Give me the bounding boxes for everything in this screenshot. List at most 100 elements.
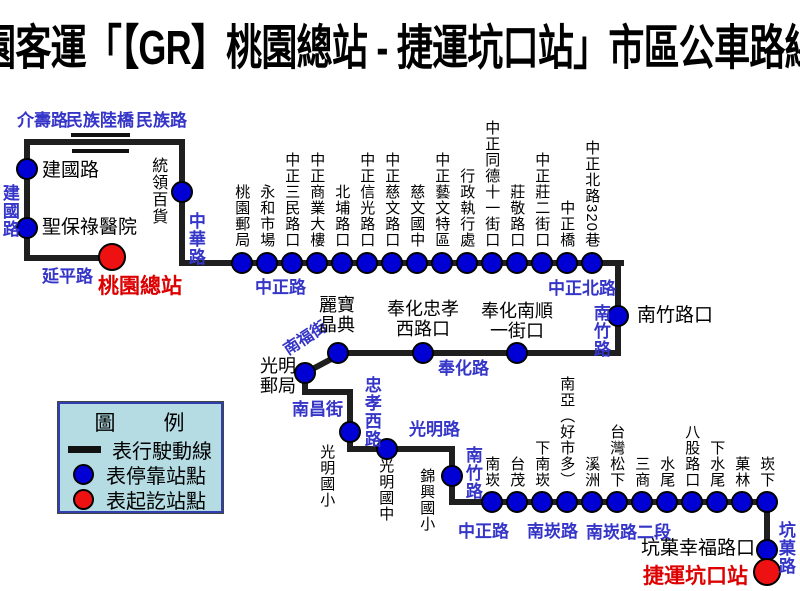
station-label-st-paul-hospital: 聖保祿醫院 [42, 217, 138, 238]
stop-dot [331, 252, 353, 274]
station-label: 行政執行處 [458, 168, 476, 248]
stop-dot [16, 158, 38, 180]
bridge-mark-upper [71, 133, 130, 137]
stop-dot [281, 252, 303, 274]
stop-dot [706, 491, 728, 513]
stop-dot [656, 491, 678, 513]
route-line-nanchang [302, 389, 353, 395]
station-label: 桃園郵局 [233, 184, 251, 248]
station-label: 慈文國中 [408, 184, 426, 248]
legend-row-terminal: 表起訖站點 [60, 487, 221, 513]
legend-title: 圖 例 [94, 412, 187, 435]
station-label: 八股路口 [683, 424, 701, 488]
station-label: 中正北路320巷 [583, 139, 601, 248]
station-label: 溪洲 [583, 456, 601, 488]
legend-row-route: 表行駛動線 [60, 437, 221, 463]
route-line-guangming [347, 446, 455, 452]
road-label-nanzhu-lower: 南竹路 [462, 446, 482, 500]
station-label: 南亞（好市多） [558, 376, 576, 488]
station-label-fenghua-nanshun: 奉化南順 一街口 [481, 301, 553, 341]
road-label-zhongzheng: 中正路 [255, 278, 306, 297]
station-label: 台茂 [508, 456, 526, 488]
stop-dot [731, 491, 753, 513]
road-label-kengguo: 坑菓路 [775, 521, 795, 575]
stop-dot [506, 342, 528, 364]
station-label: 台灣松下 [608, 424, 626, 488]
road-label-nankan-2: 南崁路二段 [586, 523, 671, 542]
terminal-dot-start [98, 243, 126, 271]
road-label-minzu-bridge: 民族陸橋 [66, 111, 134, 130]
station-label: 下南崁 [533, 440, 551, 488]
route-line-kengguo [764, 499, 770, 575]
legend-label-terminal: 表起訖站點 [106, 491, 206, 513]
station-label: 中正三民路口 [283, 152, 301, 248]
station-label-guangming-jr: 光明國中 [377, 458, 395, 522]
station-label: 中正莊二街口 [533, 152, 551, 248]
legend-label-route: 表行駛動線 [112, 441, 212, 463]
stop-dot [306, 252, 328, 274]
stop-dot [481, 491, 503, 513]
stop-dot-sample-icon [73, 464, 94, 485]
stop-dot [431, 252, 453, 274]
legend-row-stop: 表停靠站點 [60, 462, 221, 488]
road-label-nanzhu-upper: 南竹路 [590, 304, 610, 358]
station-label: 南崁 [483, 456, 501, 488]
stop-dot [556, 491, 578, 513]
road-label-yanping: 延平路 [42, 267, 93, 286]
stop-dot [327, 342, 349, 364]
station-label: 崁下 [758, 456, 776, 488]
road-label-zhonghua: 中華路 [185, 212, 205, 266]
stop-dot [381, 252, 403, 274]
stop-dot [506, 252, 528, 274]
terminal-label-start: 桃園總站 [98, 275, 182, 298]
stop-dot [531, 491, 553, 513]
route-line-minzu [24, 139, 185, 145]
station-label-jinxing-elem: 錦興國小 [418, 468, 436, 532]
station-label: 莊敬路口 [508, 184, 526, 248]
stop-dot [231, 252, 253, 274]
stop-dot [16, 217, 38, 239]
stop-dot [171, 181, 193, 203]
stop-dot [481, 252, 503, 274]
station-label: 中正橋 [558, 200, 576, 248]
station-label: 永和市場 [258, 184, 276, 248]
terminal-dot-end [753, 558, 781, 586]
station-label: 中正藝文特區 [433, 152, 451, 248]
road-label-nankan: 南崁路 [527, 522, 578, 541]
stop-dot [756, 491, 778, 513]
legend-box: 圖 例 表行駛動線 表停靠站點 表起訖站點 [58, 402, 223, 513]
route-line-jianguo [24, 139, 30, 261]
stop-dot [556, 252, 578, 274]
page-title: 桃園客運「【GR】桃園總站 - 捷運坑口站」市區公車路線圖 [0, 22, 800, 75]
station-label-tonlin-dept: 統領百貨 [149, 157, 167, 225]
terminal-label-end: 捷運坑口站 [643, 565, 748, 588]
stop-dot [294, 362, 316, 384]
stop-dot [441, 465, 463, 487]
stop-dot [581, 252, 603, 274]
stop-dot [606, 491, 628, 513]
station-label: 菓林 [733, 456, 751, 488]
stop-dot [681, 491, 703, 513]
stop-dot [406, 252, 428, 274]
station-label-nanzhu-stop: 南竹路口 [637, 305, 714, 326]
station-label: 三商 [633, 456, 651, 488]
stop-dot [356, 252, 378, 274]
bridge-mark-lower [72, 149, 129, 153]
road-label-jieshou: 介壽路 [17, 111, 68, 130]
stop-dot [607, 305, 629, 327]
road-label-jianguo: 建國路 [0, 184, 19, 238]
legend-label-stop: 表停靠站點 [106, 466, 206, 488]
road-label-zhongzheng-north: 中正北路 [548, 279, 616, 298]
station-label: 中正信光路口 [358, 152, 376, 248]
road-label-fenghua: 奉化路 [438, 359, 489, 378]
stop-dot [581, 491, 603, 513]
stop-dot [631, 491, 653, 513]
road-label-minzu: 民族路 [136, 111, 187, 130]
station-label-jianguo: 建國路 [42, 160, 100, 181]
stop-dot [506, 491, 528, 513]
stop-dot [456, 252, 478, 274]
route-line-fenghua [335, 350, 621, 356]
station-label: 水尾 [658, 456, 676, 488]
terminal-dot-sample-icon [73, 489, 94, 510]
